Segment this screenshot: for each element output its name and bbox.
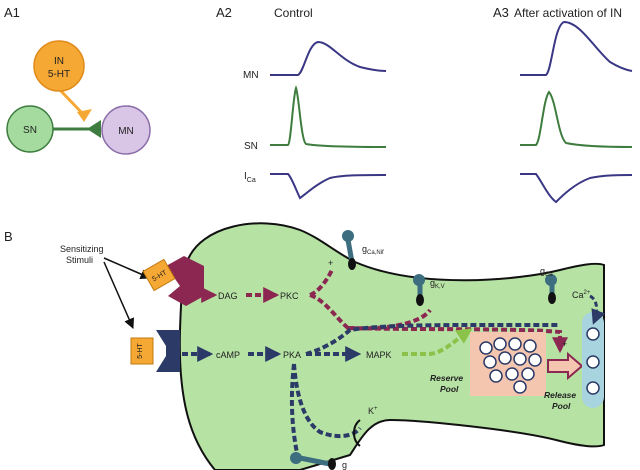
g-ca-nif-label: gCa,Nif <box>362 244 384 256</box>
sn-cell-label: SN <box>23 125 37 136</box>
b-neuron <box>178 222 605 470</box>
reserve-pool-label-1: Reserve <box>430 373 463 383</box>
channel-k: K+ <box>353 406 378 447</box>
mn-cell-label: MN <box>118 126 134 137</box>
mobilization-arrow: + <box>547 339 584 381</box>
mn-cell <box>101 105 151 155</box>
g-bottom-label: g <box>342 460 347 470</box>
in-synapse-terminal <box>77 109 92 122</box>
ca-nif-channel-head <box>342 230 354 242</box>
sn-cell <box>6 105 54 153</box>
bottom-channel-head <box>290 452 302 464</box>
a3-sn-trace <box>520 90 633 148</box>
pkc-plus-top: + <box>328 258 333 268</box>
release-pool: Release Pool <box>544 312 604 411</box>
ca-ion-label: Ca2+ <box>572 290 591 300</box>
k-ion-label: K+ <box>368 406 378 416</box>
stimuli-label-line2: Stimuli <box>66 255 93 265</box>
reserve-vesicles <box>479 337 542 394</box>
a2-traces: Control MN SN ICa <box>243 6 387 200</box>
pka-label: PKA <box>283 350 301 360</box>
a3-title: After activation of IN <box>514 6 622 20</box>
channel-kv: gK,V <box>413 274 445 306</box>
channel-ca: gCa Ca2+ <box>540 266 606 325</box>
stimuli-arrow-top <box>103 257 151 280</box>
k-channel-shape <box>353 419 361 447</box>
mapk-pathway: MAPK <box>366 328 473 360</box>
5ht-label-bottom: 5-HT <box>137 343 144 359</box>
ca-nif-channel-pore <box>348 258 356 270</box>
panel-label-b: B <box>4 229 13 244</box>
pkc-label: PKC <box>280 291 299 301</box>
dag-label: DAG <box>218 291 238 301</box>
release-pool-label-1: Release <box>544 390 576 400</box>
ca-channel-head <box>545 274 557 286</box>
in-cell <box>33 40 85 92</box>
in-transmitter-label: 5-HT <box>48 69 70 80</box>
a2-ica-trace <box>270 173 387 200</box>
bottom-channel-stem <box>299 455 331 467</box>
ca-channel-pore <box>548 292 556 304</box>
kv-channel-head <box>413 274 425 286</box>
reserve-pool: Reserve Pool <box>430 332 546 396</box>
pka-pathway: cAMP PKA <box>182 323 560 459</box>
in-cell-label: IN <box>54 56 64 67</box>
gq-receptor <box>166 256 204 306</box>
g-kv-label: gK,V <box>430 278 445 290</box>
sensory-neuron-terminal <box>178 222 605 470</box>
receptor-bottom: 5-HT <box>130 330 180 372</box>
release-pool-label-2: Pool <box>552 401 571 411</box>
release-plus: + <box>562 339 567 349</box>
gs-receptor <box>156 330 180 372</box>
a3-traces: After activation of IN <box>514 6 633 204</box>
receptor-top: 5-HT <box>142 256 204 306</box>
a2-mn-trace <box>270 40 387 76</box>
a1-circuit: IN 5-HT SN MN <box>6 40 151 155</box>
pka-to-k-path <box>292 363 362 439</box>
panel-label-a3: A3 <box>493 5 509 20</box>
mapk-to-release-path <box>402 328 473 356</box>
ca-influx-arrow <box>589 294 606 325</box>
reserve-pool-label-2: Pool <box>440 384 459 394</box>
pkc-pathway: DAG PKC + <box>201 258 568 354</box>
a3-ica-trace <box>520 173 633 204</box>
channel-bottom: g <box>290 452 347 470</box>
trace-label-mn: MN <box>243 70 259 81</box>
a2-sn-trace <box>270 85 387 148</box>
kv-channel-pore <box>416 294 424 306</box>
sensitizing-stimuli: Sensitizing Stimuli <box>60 244 151 329</box>
in-axon <box>58 88 84 115</box>
pkc-to-release-path <box>347 326 568 354</box>
a2-title: Control <box>274 6 313 20</box>
trace-label-ica: ICa <box>244 171 256 184</box>
mobilization-arrow-shape <box>547 351 584 381</box>
g-ca-label: gCa <box>540 266 553 278</box>
pka-to-bottom-path <box>289 363 300 459</box>
bottom-channel-pore <box>328 458 336 470</box>
5ht-ligand-bottom <box>130 337 154 365</box>
trace-label-sn: SN <box>244 141 258 152</box>
channel-ca-nif: gCa,Nif <box>342 230 384 270</box>
sn-synapse-terminal <box>87 120 101 138</box>
panel-label-a1: A1 <box>4 5 20 20</box>
mapk-label: MAPK <box>366 350 392 360</box>
a3-mn-trace <box>520 20 633 76</box>
stimuli-label-line1: Sensitizing <box>60 244 104 254</box>
panel-label-a2: A2 <box>216 5 232 20</box>
pka-to-release-path <box>305 323 560 356</box>
stimuli-arrow-bottom <box>103 261 135 329</box>
5ht-ligand-top <box>142 258 176 292</box>
camp-label: cAMP <box>216 350 240 360</box>
release-vesicles <box>586 327 600 395</box>
